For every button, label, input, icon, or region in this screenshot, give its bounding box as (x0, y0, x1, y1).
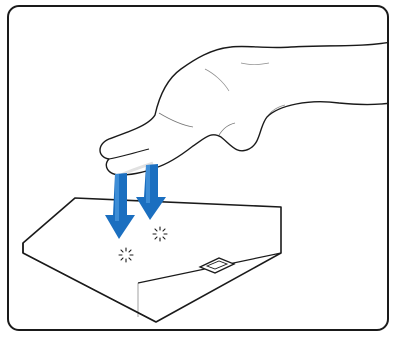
hand-icon (100, 42, 389, 175)
illustration-frame (7, 5, 389, 331)
two-finger-tap-illustration (9, 7, 389, 331)
